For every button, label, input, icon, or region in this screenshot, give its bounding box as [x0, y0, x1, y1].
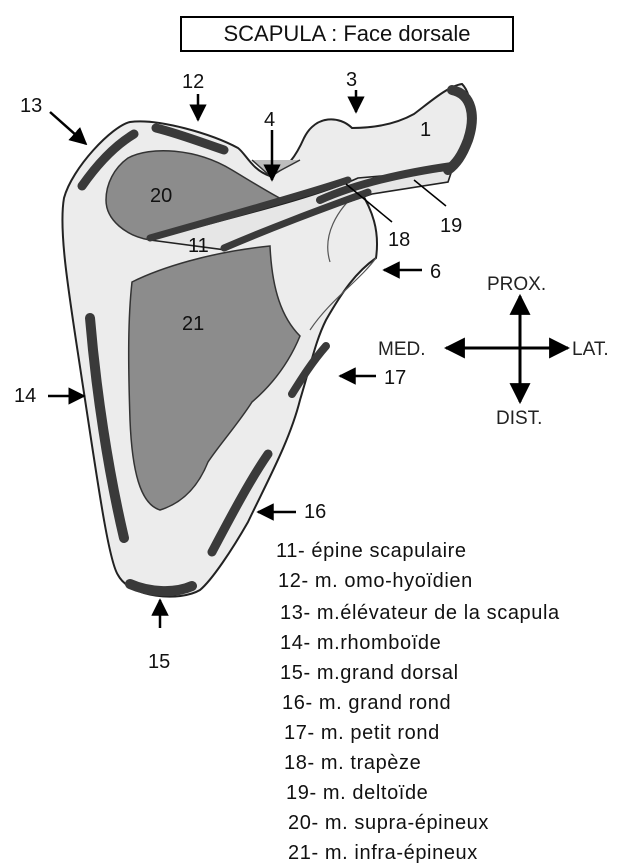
- label-15: 15: [148, 651, 170, 673]
- label-3: 3: [346, 69, 357, 91]
- orientation-cross: PROX. DIST. MED. LAT.: [378, 274, 609, 429]
- legend-item: 12- m. omo-hyoïdien: [278, 570, 473, 593]
- legend-item: 15- m.grand dorsal: [280, 662, 459, 685]
- label-14: 14: [14, 385, 36, 407]
- label-19: 19: [440, 215, 462, 237]
- legend-item: 17- m. petit rond: [284, 722, 440, 745]
- direction-lat: LAT.: [572, 339, 609, 360]
- direction-med: MED.: [378, 339, 426, 360]
- legend-item: 14- m.rhomboïde: [280, 632, 441, 655]
- legend-item: 13- m.élévateur de la scapula: [280, 602, 560, 625]
- label-1: 1: [420, 119, 431, 141]
- label-6: 6: [430, 261, 441, 283]
- direction-dist: DIST.: [496, 408, 542, 429]
- legend-item: 18- m. trapèze: [284, 752, 421, 775]
- direction-prox: PROX.: [487, 274, 546, 295]
- legend-item: 16- m. grand rond: [282, 692, 451, 715]
- label-18: 18: [388, 229, 410, 251]
- label-21: 21: [182, 313, 204, 335]
- legend-item: 20- m. supra-épineux: [288, 812, 489, 835]
- label-17: 17: [384, 367, 406, 389]
- legend-item: 11- épine scapulaire: [276, 540, 467, 563]
- label-20: 20: [150, 185, 172, 207]
- label-4: 4: [264, 109, 275, 131]
- legend-item: 19- m. deltoïde: [286, 782, 428, 805]
- label-13: 13: [20, 95, 42, 117]
- legend-item: 21- m. infra-épineux: [288, 842, 478, 865]
- label-11: 11: [188, 235, 209, 257]
- label-16: 16: [304, 501, 326, 523]
- label-12: 12: [182, 71, 204, 93]
